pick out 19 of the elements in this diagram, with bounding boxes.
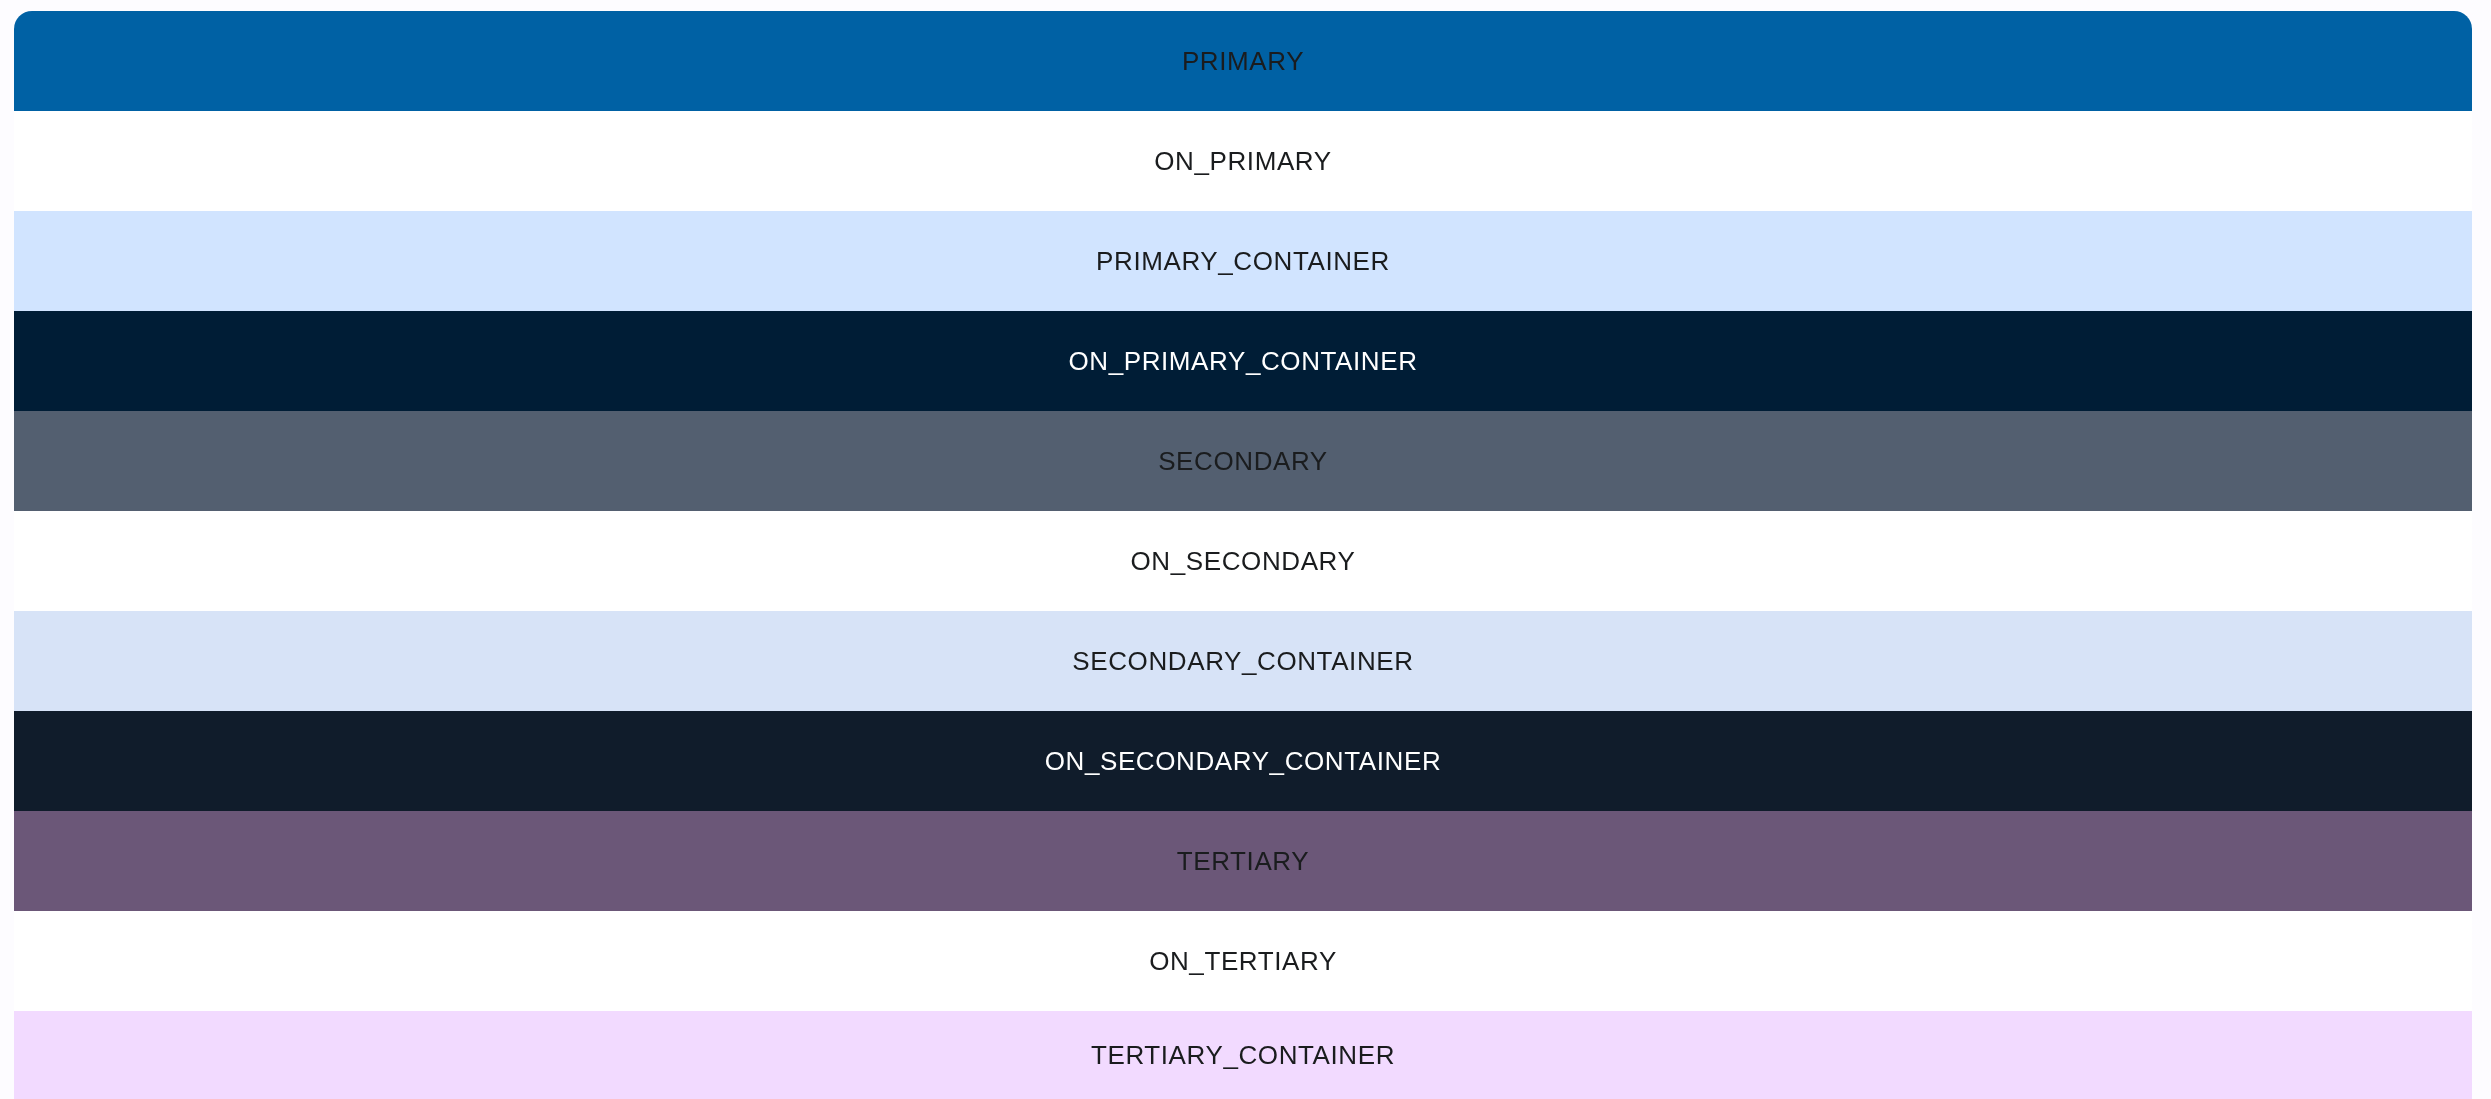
role-name: TERTIARY: [1176, 845, 1310, 877]
swatch-band: [14, 311, 2472, 411]
role-name: ON_SECONDARY: [1130, 545, 1356, 577]
role-name: ON_PRIMARY: [1154, 145, 1332, 177]
swatch-band: [14, 211, 2472, 311]
swatch-band: [14, 411, 2472, 511]
swatch-band: [14, 711, 2472, 811]
swatch-band: [14, 11, 2472, 111]
role-name: ON_TERTIARY: [1149, 945, 1337, 977]
role-name: PRIMARY_CONTAINER: [1096, 245, 1390, 277]
swatch-band: [14, 611, 2472, 711]
swatch-band: [14, 1011, 2472, 1099]
role-name: TERTIARY_CONTAINER: [1090, 1039, 1396, 1071]
role-name: ON_SECONDARY_CONTAINER: [1044, 745, 1442, 777]
swatch-band: [14, 811, 2472, 911]
role-name: ON_PRIMARY_CONTAINER: [1068, 345, 1418, 377]
role-name: SECONDARY_CONTAINER: [1072, 645, 1414, 677]
role-name: SECONDARY: [1158, 445, 1328, 477]
role-name: PRIMARY: [1181, 45, 1305, 77]
